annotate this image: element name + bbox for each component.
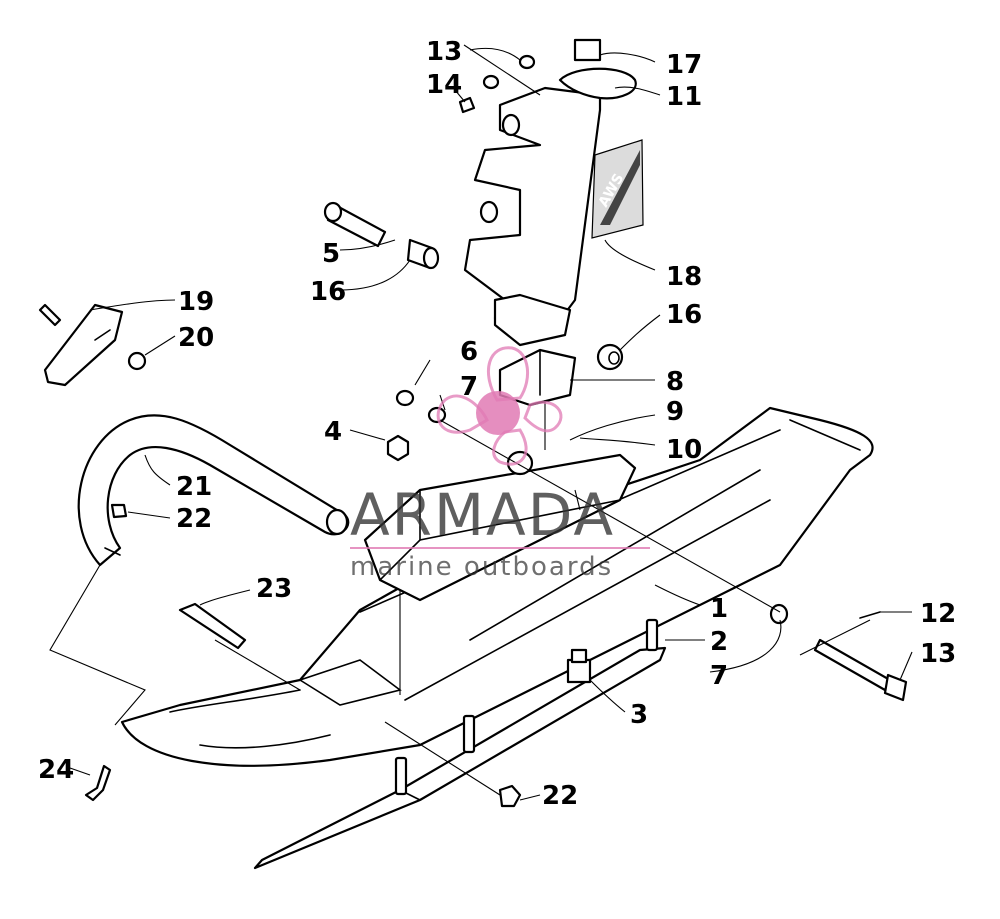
callout-17: 17 [666,50,702,80]
callout-3: 3 [630,700,648,730]
callout-20: 20 [178,323,214,353]
callout-22-bottom: 22 [542,781,578,811]
callout-13: 11 [666,82,702,112]
callout-23: 23 [256,574,292,604]
callout-10: 10 [666,435,702,465]
callout-12: 13 [920,639,956,669]
leader-lines [49,44,913,801]
callout-5: 5 [322,239,340,269]
callout-labels: 13 14 17 11 5 16 18 16 19 20 6 7 8 9 10 … [38,37,956,811]
bushing-left [406,238,440,270]
watermark-tagline: marine outboards [350,552,613,582]
callout-8: 8 [666,367,684,397]
callout-15: 14 [426,70,462,100]
pivot-pin [323,201,387,248]
watermark-brand: ARMADA [350,481,615,549]
aws-decal: AWS [591,139,644,239]
callout-7-top: 7 [460,372,478,402]
callout-11: 12 [920,599,956,629]
callout-19: 19 [178,287,214,317]
bushing-right [596,343,624,371]
callout-6: 6 [460,337,478,367]
callout-9: 9 [666,397,684,427]
ski-saddle [363,453,637,602]
callout-16-left: 16 [310,277,346,307]
callout-4: 4 [324,417,342,447]
armada-watermark: ARMADA marine outboards [350,346,650,582]
propeller-logo [436,346,563,466]
callout-18: 18 [666,262,702,292]
wear-rod-studs [394,618,659,796]
callout-2: 2 [710,627,728,657]
callout-24: 24 [38,755,74,785]
spindle [463,38,637,347]
callout-21: 21 [176,472,212,502]
callout-16-right: 16 [666,300,702,330]
callout-7-bottom: 7 [710,661,728,691]
callout-14: 13 [426,37,462,67]
skid-plate [43,303,124,387]
callout-22-top: 22 [176,504,212,534]
ski-loop-handle [77,414,350,567]
callout-1: 1 [710,594,728,624]
